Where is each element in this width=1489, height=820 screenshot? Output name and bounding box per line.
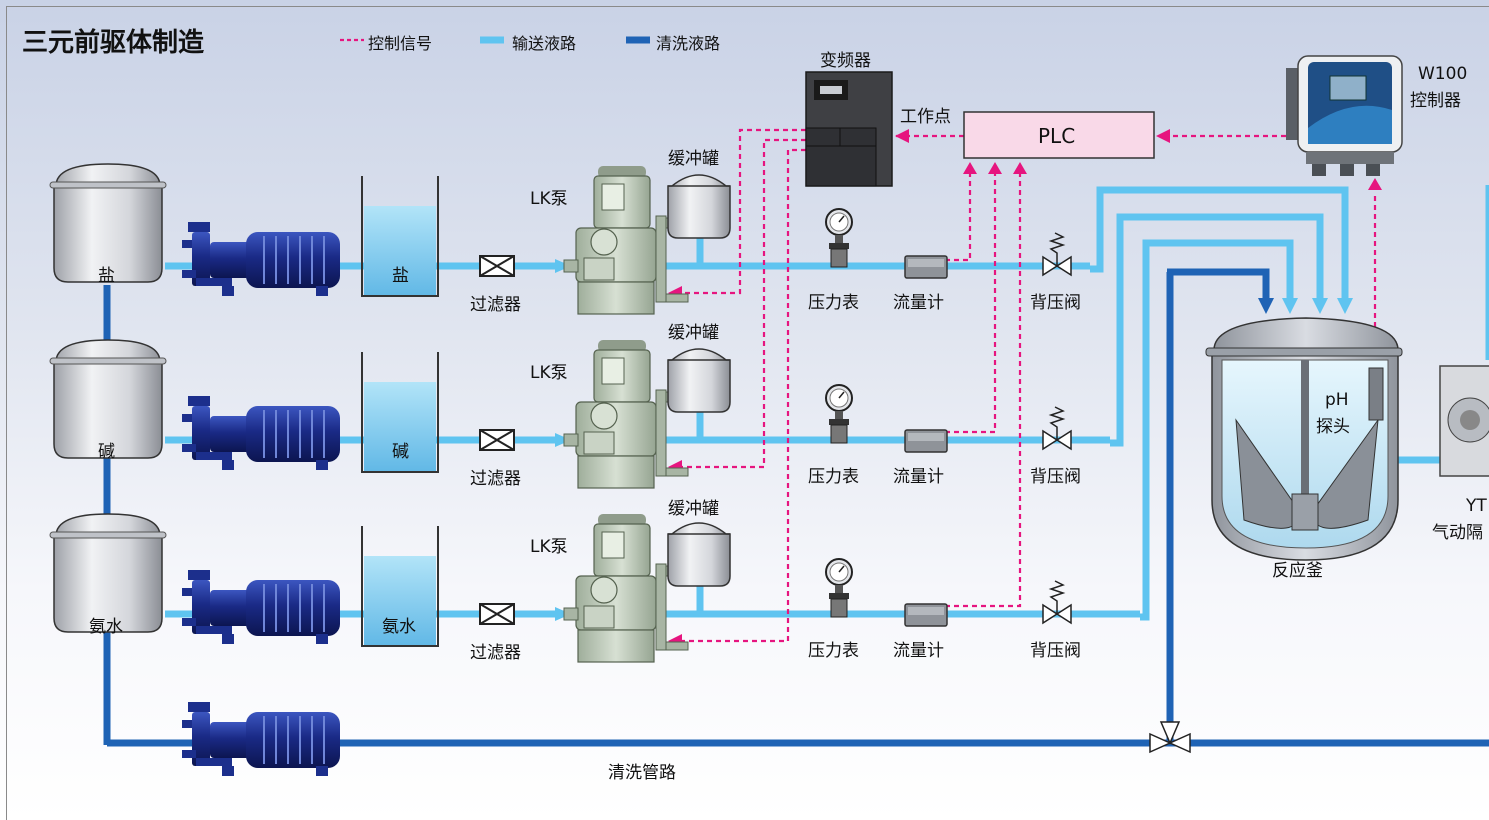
lk-pump-label-3: LK泵: [530, 537, 568, 557]
diagram-title: 三元前驱体制造: [22, 28, 205, 58]
inverter-device-icon: [805, 71, 893, 187]
cleaning-pipe-label: 清洗管路: [608, 763, 676, 783]
cleaning-pump: [181, 701, 341, 777]
pressure-gauge-label-1: 压力表: [808, 293, 859, 313]
diagram-frame: [6, 6, 1489, 820]
plc-label: PLC: [1038, 124, 1076, 148]
filter-label-2: 过滤器: [470, 469, 521, 489]
buffer-tank-label-1: 缓冲罐: [668, 149, 719, 169]
controller-model-label: W100: [1418, 64, 1468, 84]
pneumatic-partial-label: 气动隔: [1432, 523, 1483, 543]
feed-pump-1: [181, 221, 341, 297]
lk-pump-label-2: LK泵: [530, 363, 568, 383]
flow-meter-2: [904, 429, 948, 453]
reactor-label: 反应釜: [1272, 561, 1323, 581]
buffer-tank-label-3: 缓冲罐: [668, 499, 719, 519]
reactor-vessel-icon: [1205, 317, 1403, 561]
flow-meter-1: [904, 255, 948, 279]
filter-1: [479, 255, 515, 277]
legend-cleaning-line: 清洗液路: [656, 34, 721, 53]
buffer-tank-1: [667, 174, 731, 239]
flow-meter-label-3: 流量计: [893, 641, 944, 661]
pressure-gauge-2: [825, 384, 853, 444]
legend-transfer-line: 输送液路: [512, 34, 577, 53]
tank-label-ammonia: 氨水: [89, 617, 123, 637]
three-way-valve-icon: [1149, 721, 1191, 754]
yt-partial-label: YT: [1466, 496, 1487, 516]
plc-box: [963, 111, 1155, 159]
filter-label-1: 过滤器: [470, 295, 521, 315]
cleaning-arrow: [1258, 298, 1274, 314]
flow-meter-3: [904, 603, 948, 627]
transfer-arrows: [555, 259, 1353, 621]
back-pressure-valve-label-1: 背压阀: [1030, 293, 1081, 313]
ph-probe-label-line1: pH: [1325, 390, 1349, 410]
pressure-gauge-label-2: 压力表: [808, 467, 859, 487]
beaker-label-ammonia: 氨水: [382, 617, 416, 637]
tank-label-alkali: 碱: [98, 442, 115, 462]
back-pressure-valve-label-3: 背压阀: [1030, 641, 1081, 661]
pneumatic-diaphragm-pump-icon: [1439, 365, 1489, 477]
back-pressure-valve-label-2: 背压阀: [1030, 467, 1081, 487]
working-point-label: 工作点: [900, 107, 951, 127]
lk-pump-label-1: LK泵: [530, 189, 568, 209]
beaker-label-salt: 盐: [392, 266, 409, 286]
w100-controller-icon: [1286, 55, 1403, 176]
control-signal-lines: [680, 128, 1377, 643]
buffer-tank-2: [667, 348, 731, 413]
flow-meter-label-1: 流量计: [893, 293, 944, 313]
legend-control-signal: 控制信号: [368, 34, 433, 53]
pressure-gauge-3: [825, 558, 853, 618]
filter-2: [479, 429, 515, 451]
inverter-label: 变频器: [820, 51, 871, 71]
flow-meter-label-2: 流量计: [893, 467, 944, 487]
feed-pump-2: [181, 395, 341, 471]
beaker-label-alkali: 碱: [392, 442, 409, 462]
filter-3: [479, 603, 515, 625]
pressure-gauge-label-3: 压力表: [808, 641, 859, 661]
tank-label-salt: 盐: [98, 266, 115, 286]
feed-pump-3: [181, 569, 341, 645]
buffer-tank-label-2: 缓冲罐: [668, 323, 719, 343]
pressure-gauge-1: [825, 208, 853, 268]
buffer-tank-3: [667, 522, 731, 587]
ph-probe-label-line2: 探头: [1316, 417, 1350, 437]
filter-label-3: 过滤器: [470, 643, 521, 663]
controller-label: 控制器: [1410, 91, 1461, 111]
